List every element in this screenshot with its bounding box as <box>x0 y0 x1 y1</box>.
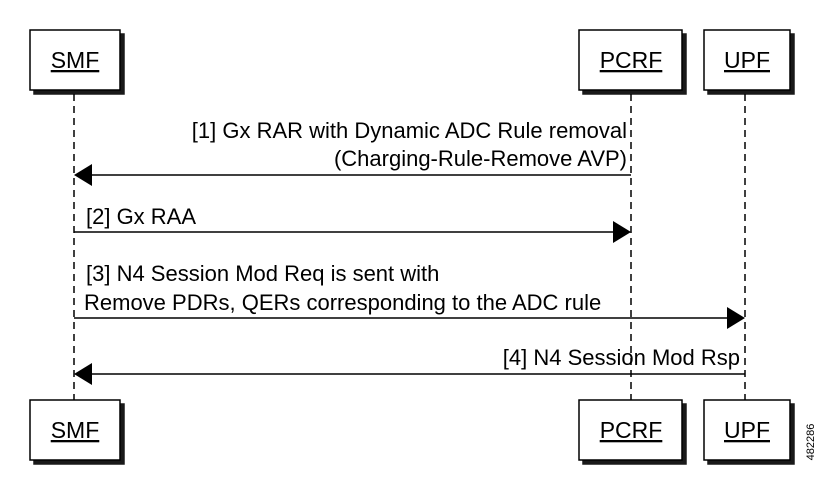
upf-box-bottom: UPF <box>703 399 791 461</box>
message-3-label: [3] N4 Session Mod Req is sent with <box>86 261 439 286</box>
arrowhead-left <box>74 363 92 385</box>
message-2-label: [2] Gx RAA <box>86 204 196 229</box>
smf-label-top: SMF <box>51 47 100 73</box>
upf-label-top: UPF <box>724 47 770 73</box>
pcrf-label-top: PCRF <box>600 47 663 73</box>
message-2: [2] Gx RAA <box>74 204 631 243</box>
upf-box-top: UPF <box>703 29 791 91</box>
message-4-label: [4] N4 Session Mod Rsp <box>503 345 740 370</box>
upf-label-bottom: UPF <box>724 417 770 443</box>
pcrf-label-bottom: PCRF <box>600 417 663 443</box>
message-3: [3] N4 Session Mod Req is sent with Remo… <box>74 261 745 329</box>
message-1: [1] Gx RAR with Dynamic ADC Rule removal… <box>74 118 631 186</box>
pcrf-box-top: PCRF <box>578 29 683 91</box>
message-3-label-line2: Remove PDRs, QERs corresponding to the A… <box>84 290 601 315</box>
message-1-label: [1] Gx RAR with Dynamic ADC Rule removal <box>192 118 627 143</box>
smf-label-bottom: SMF <box>51 417 100 443</box>
message-1-label-line2: (Charging-Rule-Remove AVP) <box>334 146 627 171</box>
arrowhead-right <box>613 221 631 243</box>
figure-id: 482286 <box>805 424 817 461</box>
arrowhead-right <box>727 307 745 329</box>
smf-box-top: SMF <box>29 29 121 91</box>
arrowhead-left <box>74 164 92 186</box>
smf-box-bottom: SMF <box>29 399 121 461</box>
pcrf-box-bottom: PCRF <box>578 399 683 461</box>
message-4: [4] N4 Session Mod Rsp <box>74 345 745 385</box>
